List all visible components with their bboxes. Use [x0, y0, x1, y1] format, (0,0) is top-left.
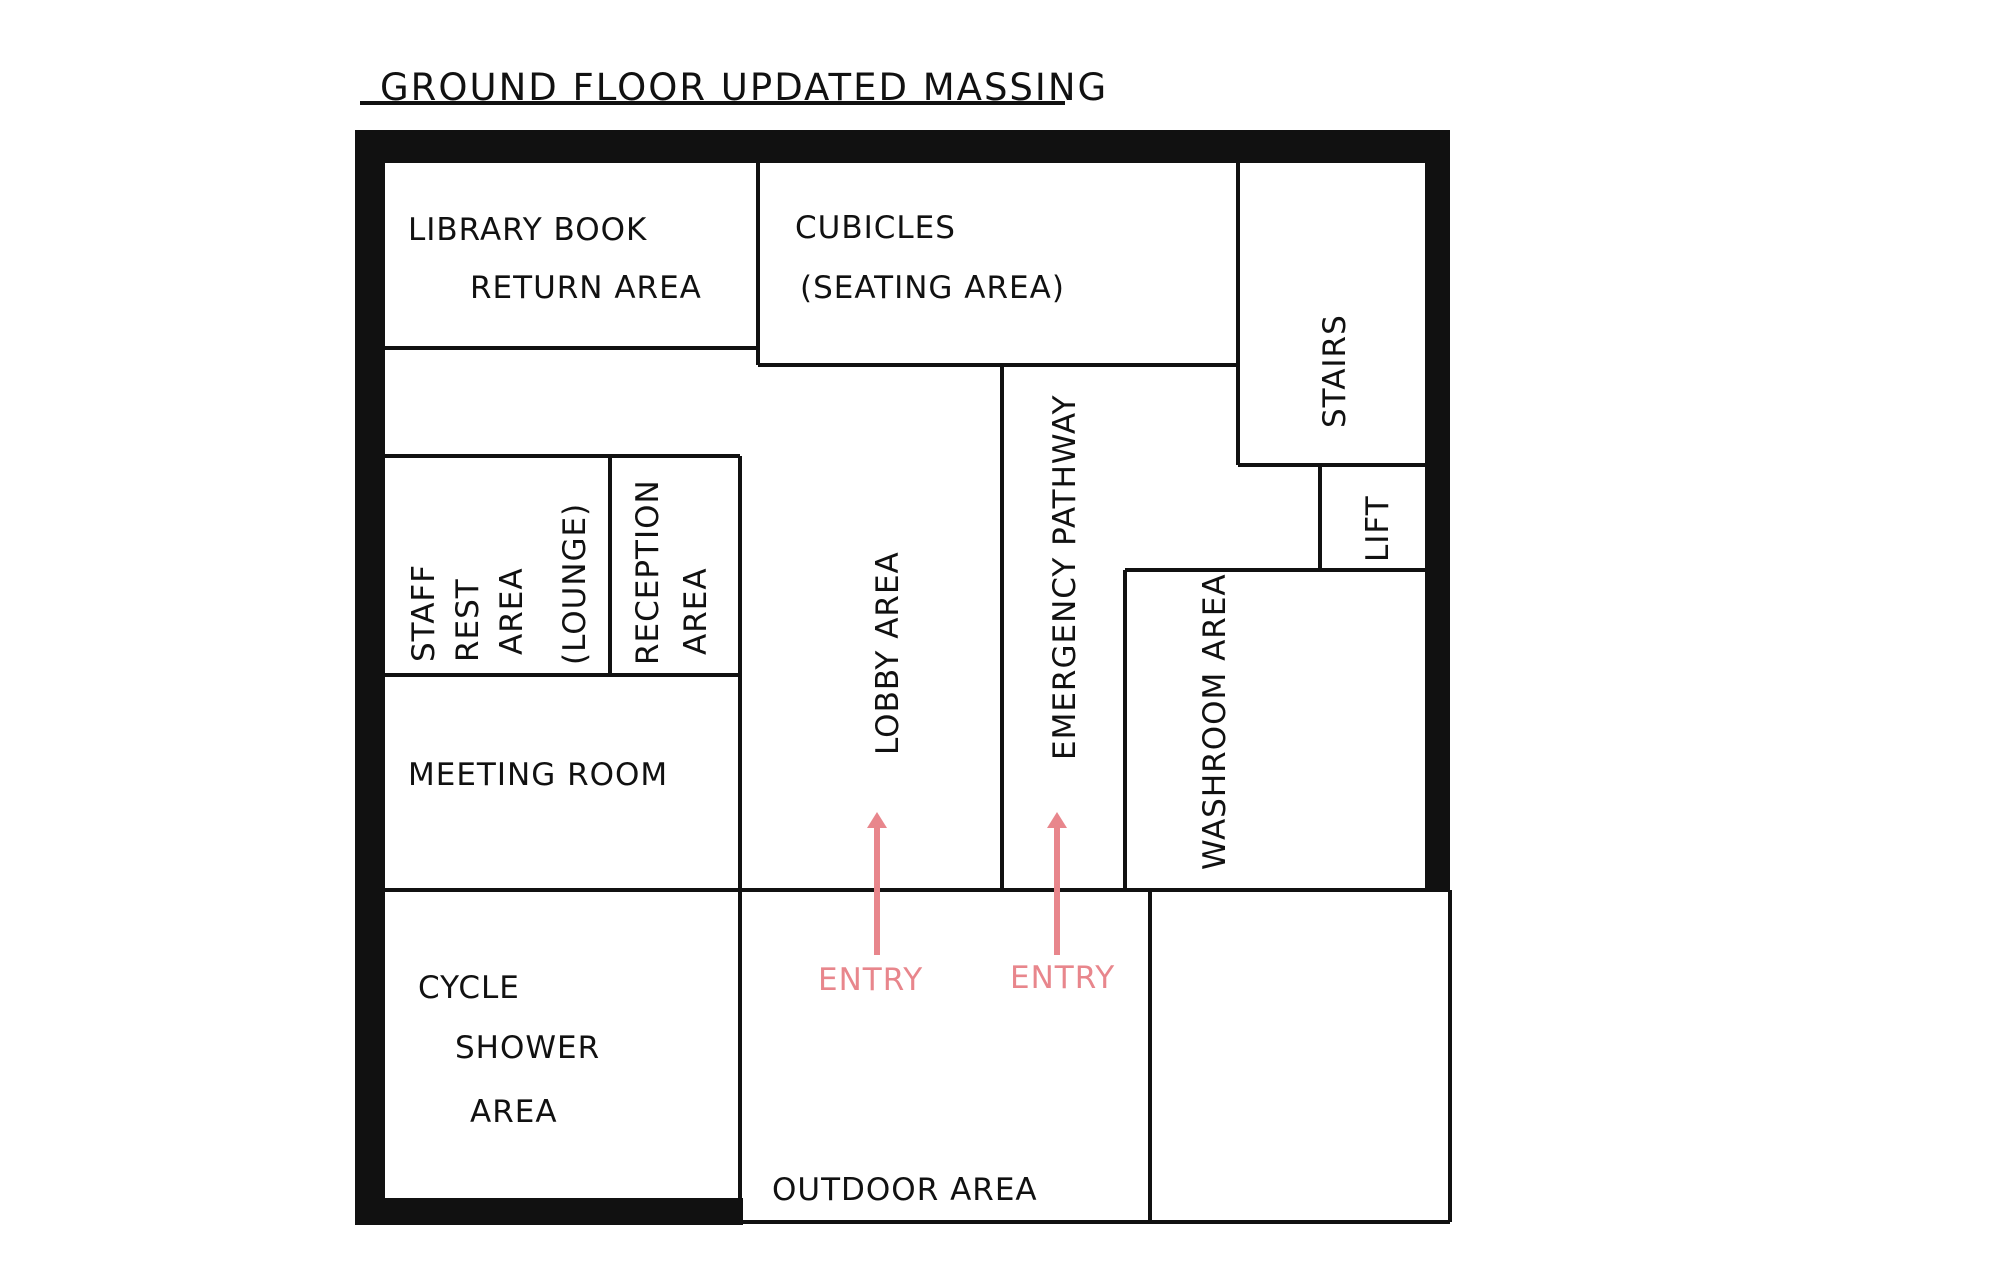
cycle-label-line1: CYCLE [418, 970, 520, 1006]
reception-label-line1: RECEPTION [630, 479, 666, 665]
reception-label-line2: AREA [678, 567, 714, 655]
lobby-label: LOBBY AREA [870, 551, 906, 755]
arrow-up-icon [1047, 812, 1067, 828]
entry-arrow-right [1047, 812, 1067, 955]
cycle-label-line3: AREA [470, 1094, 558, 1130]
outer-walls [355, 130, 1450, 1225]
arrow-up-icon [867, 812, 887, 828]
cycle-label-line2: SHOWER [455, 1030, 600, 1066]
cubicles-label-line1: CUBICLES [795, 210, 956, 246]
entry-arrow-left [867, 812, 887, 955]
emergency-pathway-label: EMERGENCY PATHWAY [1047, 394, 1083, 760]
stairs-label: STAIRS [1317, 314, 1353, 428]
staff-label-line3: AREA [494, 567, 530, 655]
meeting-room-label: MEETING ROOM [408, 757, 668, 793]
staff-label-line1: STAFF [406, 564, 442, 662]
lift-label: LIFT [1360, 495, 1396, 562]
staff-label-line4: (LOUNGE) [557, 503, 593, 665]
library-label-line2: RETURN AREA [470, 270, 702, 306]
outdoor-area-label: OUTDOOR AREA [772, 1172, 1038, 1208]
washroom-label: WASHROOM AREA [1197, 573, 1233, 870]
library-label-line1: LIBRARY BOOK [408, 212, 647, 248]
cubicles-label-line2: (SEATING AREA) [800, 270, 1065, 306]
staff-label-line2: REST [450, 578, 486, 662]
entry-label-left: ENTRY [818, 962, 923, 998]
entry-label-right: ENTRY [1010, 960, 1115, 996]
partition-lines [385, 163, 1452, 1225]
